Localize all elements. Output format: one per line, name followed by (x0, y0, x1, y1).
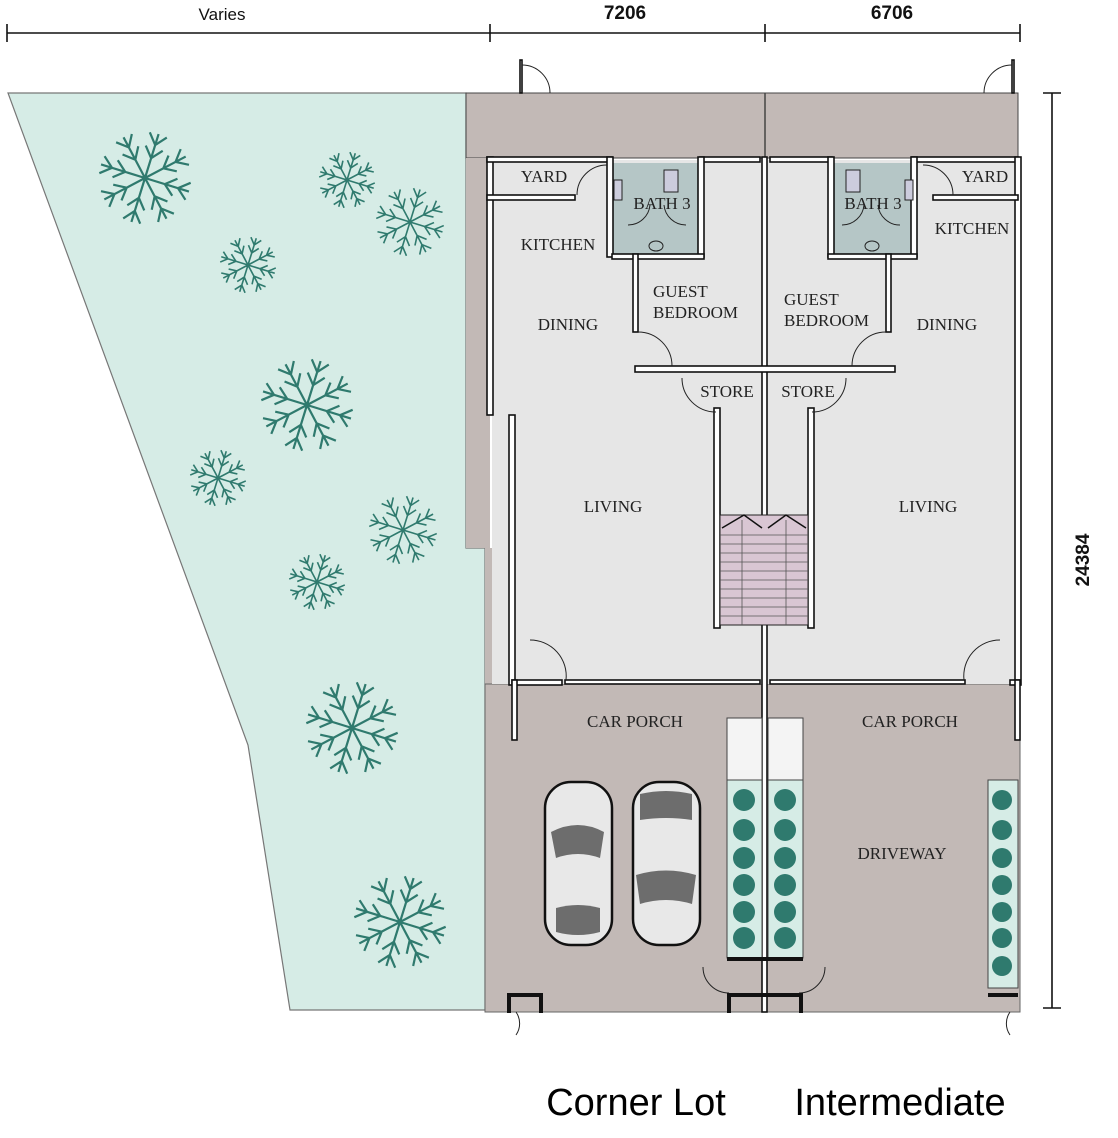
shrub-icon (733, 901, 755, 923)
doors (515, 64, 1013, 1036)
shrub-icon (774, 901, 796, 923)
label-guest-corner-2: BEDROOM (653, 303, 738, 322)
label-dining-intermediate: DINING (917, 315, 977, 334)
label-kitchen-intermediate: KITCHEN (935, 219, 1010, 238)
back-yard-paving (465, 92, 1019, 159)
tree-icon (353, 875, 447, 969)
label-bath-intermediate: BATH 3 (844, 194, 901, 213)
tree-icon (219, 236, 277, 294)
garden-trees (98, 131, 447, 969)
shrub-icon (992, 790, 1012, 810)
bath-corner (612, 163, 700, 255)
dimension-lines (6, 24, 1061, 1009)
shrub-icon (992, 956, 1012, 976)
label-store-intermediate: STORE (781, 382, 835, 401)
title-corner-lot: Corner Lot (546, 1082, 726, 1124)
label-living-intermediate: LIVING (899, 497, 958, 516)
label-guest-corner-1: GUEST (653, 282, 708, 301)
label-kitchen-corner: KITCHEN (521, 235, 596, 254)
shrub-icon (774, 789, 796, 811)
shrub-icon (992, 875, 1012, 895)
tree-icon (318, 151, 376, 209)
tree-icon (98, 131, 192, 225)
car-left (543, 780, 614, 947)
label-carporch-intermediate: CAR PORCH (862, 712, 958, 731)
planters (726, 717, 1019, 989)
shrub-icon (992, 928, 1012, 948)
shrub-icon (774, 874, 796, 896)
bath-fixtures (613, 169, 914, 252)
label-carporch-corner: CAR PORCH (587, 712, 683, 731)
shrub-icon (774, 927, 796, 949)
dim-depth: 24384 (1073, 533, 1094, 586)
label-store-corner: STORE (700, 382, 754, 401)
tree-icon (368, 495, 438, 565)
label-bath-corner: BATH 3 (633, 194, 690, 213)
shrub-icon (733, 847, 755, 869)
car-right (631, 780, 702, 947)
tree-icon (189, 449, 247, 507)
tree-icon (375, 187, 445, 257)
label-yard-corner: YARD (521, 167, 567, 186)
label-driveway: DRIVEWAY (857, 844, 946, 863)
tree-icon (305, 681, 399, 775)
label-guest-intermediate-2: BEDROOM (784, 311, 869, 330)
tree-icon (288, 553, 346, 611)
label-yard-intermediate: YARD (962, 167, 1008, 186)
shrub-icon (733, 874, 755, 896)
shrub-icon (992, 848, 1012, 868)
shrub-icon (733, 819, 755, 841)
shrub-icon (774, 819, 796, 841)
title-intermediate: Intermediate (794, 1082, 1005, 1124)
shrub-icon (992, 820, 1012, 840)
tree-icon (260, 358, 354, 452)
side-paving (466, 158, 490, 548)
shrub-icon (774, 847, 796, 869)
label-living-corner: LIVING (584, 497, 643, 516)
label-dining-corner: DINING (538, 315, 598, 334)
staircase (719, 514, 809, 626)
shrub-icon (733, 927, 755, 949)
dim-varies: Varies (199, 5, 246, 24)
dim-corner-width: 7206 (604, 3, 646, 24)
dim-intermediate-width: 6706 (871, 3, 913, 24)
label-guest-intermediate-1: GUEST (784, 290, 839, 309)
gate-posts (507, 957, 1018, 1013)
shrub-icon (733, 789, 755, 811)
shrub-icon (992, 902, 1012, 922)
